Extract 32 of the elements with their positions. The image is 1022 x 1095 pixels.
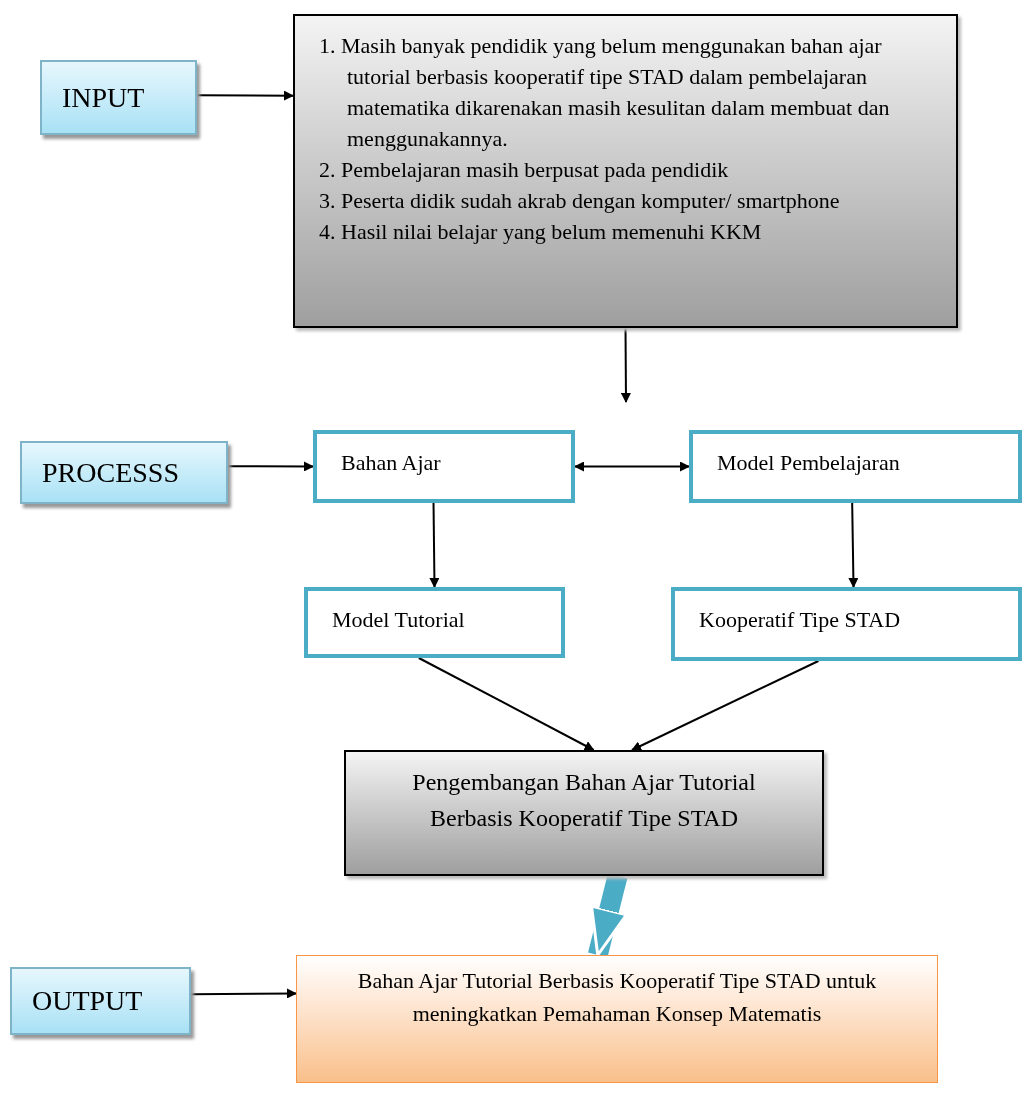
output-box [296, 955, 938, 1083]
arrow [429, 502, 440, 588]
list-item: 2. Pembelajaran masih berpusat pada pendidik [318, 156, 730, 184]
stage-label-box [40, 60, 197, 135]
arrow [190, 988, 297, 999]
arrow [227, 461, 314, 472]
box-text: Model Tutorial [332, 606, 466, 634]
process-box [304, 587, 565, 658]
process-box [293, 14, 958, 328]
box-text: Bahan Ajar [341, 449, 442, 477]
arrow [620, 327, 631, 403]
box-text: Model Pembelajaran [717, 449, 901, 477]
arrow [848, 502, 859, 588]
process-box [671, 587, 1022, 661]
stage-label-box [10, 967, 191, 1035]
box-text: Pengembangan Bahan Ajar Tutorial Berbasis Kooperatif Tipe STAD [411, 768, 757, 833]
box-text: PROCESSS [42, 455, 179, 490]
list-item: 3. Peserta didik sudah akrab dengan komputer/ smartphone [318, 187, 841, 215]
arrow [196, 90, 294, 101]
stage-label-box [20, 441, 228, 504]
list-item: 1. Masih banyak pendidik yang belum menggunakan bahan ajar tutorial berbasis kooperatif tipe STAD dalam pembelajaran matematika dikarenakan masih kesulitan dalam membuat dan menggunakannya. [318, 32, 891, 153]
list-item: 4. Hasil nilai belajar yang belum memenuhi KKM [318, 218, 763, 246]
box-text: Bahan Ajar Tutorial Berbasis Kooperatif Tipe STAD untuk meningkatkan Pemahaman Konsep Matematis [356, 967, 878, 1028]
arrow [574, 461, 690, 472]
arrow [417, 657, 595, 751]
box-text: INPUT [62, 80, 145, 115]
box-text: Kooperatif Tipe STAD [699, 606, 902, 634]
process-box [313, 430, 575, 503]
process-box [344, 750, 824, 876]
arrow [631, 660, 820, 751]
box-text: OUTPUT [32, 984, 143, 1018]
process-box [689, 430, 1022, 503]
